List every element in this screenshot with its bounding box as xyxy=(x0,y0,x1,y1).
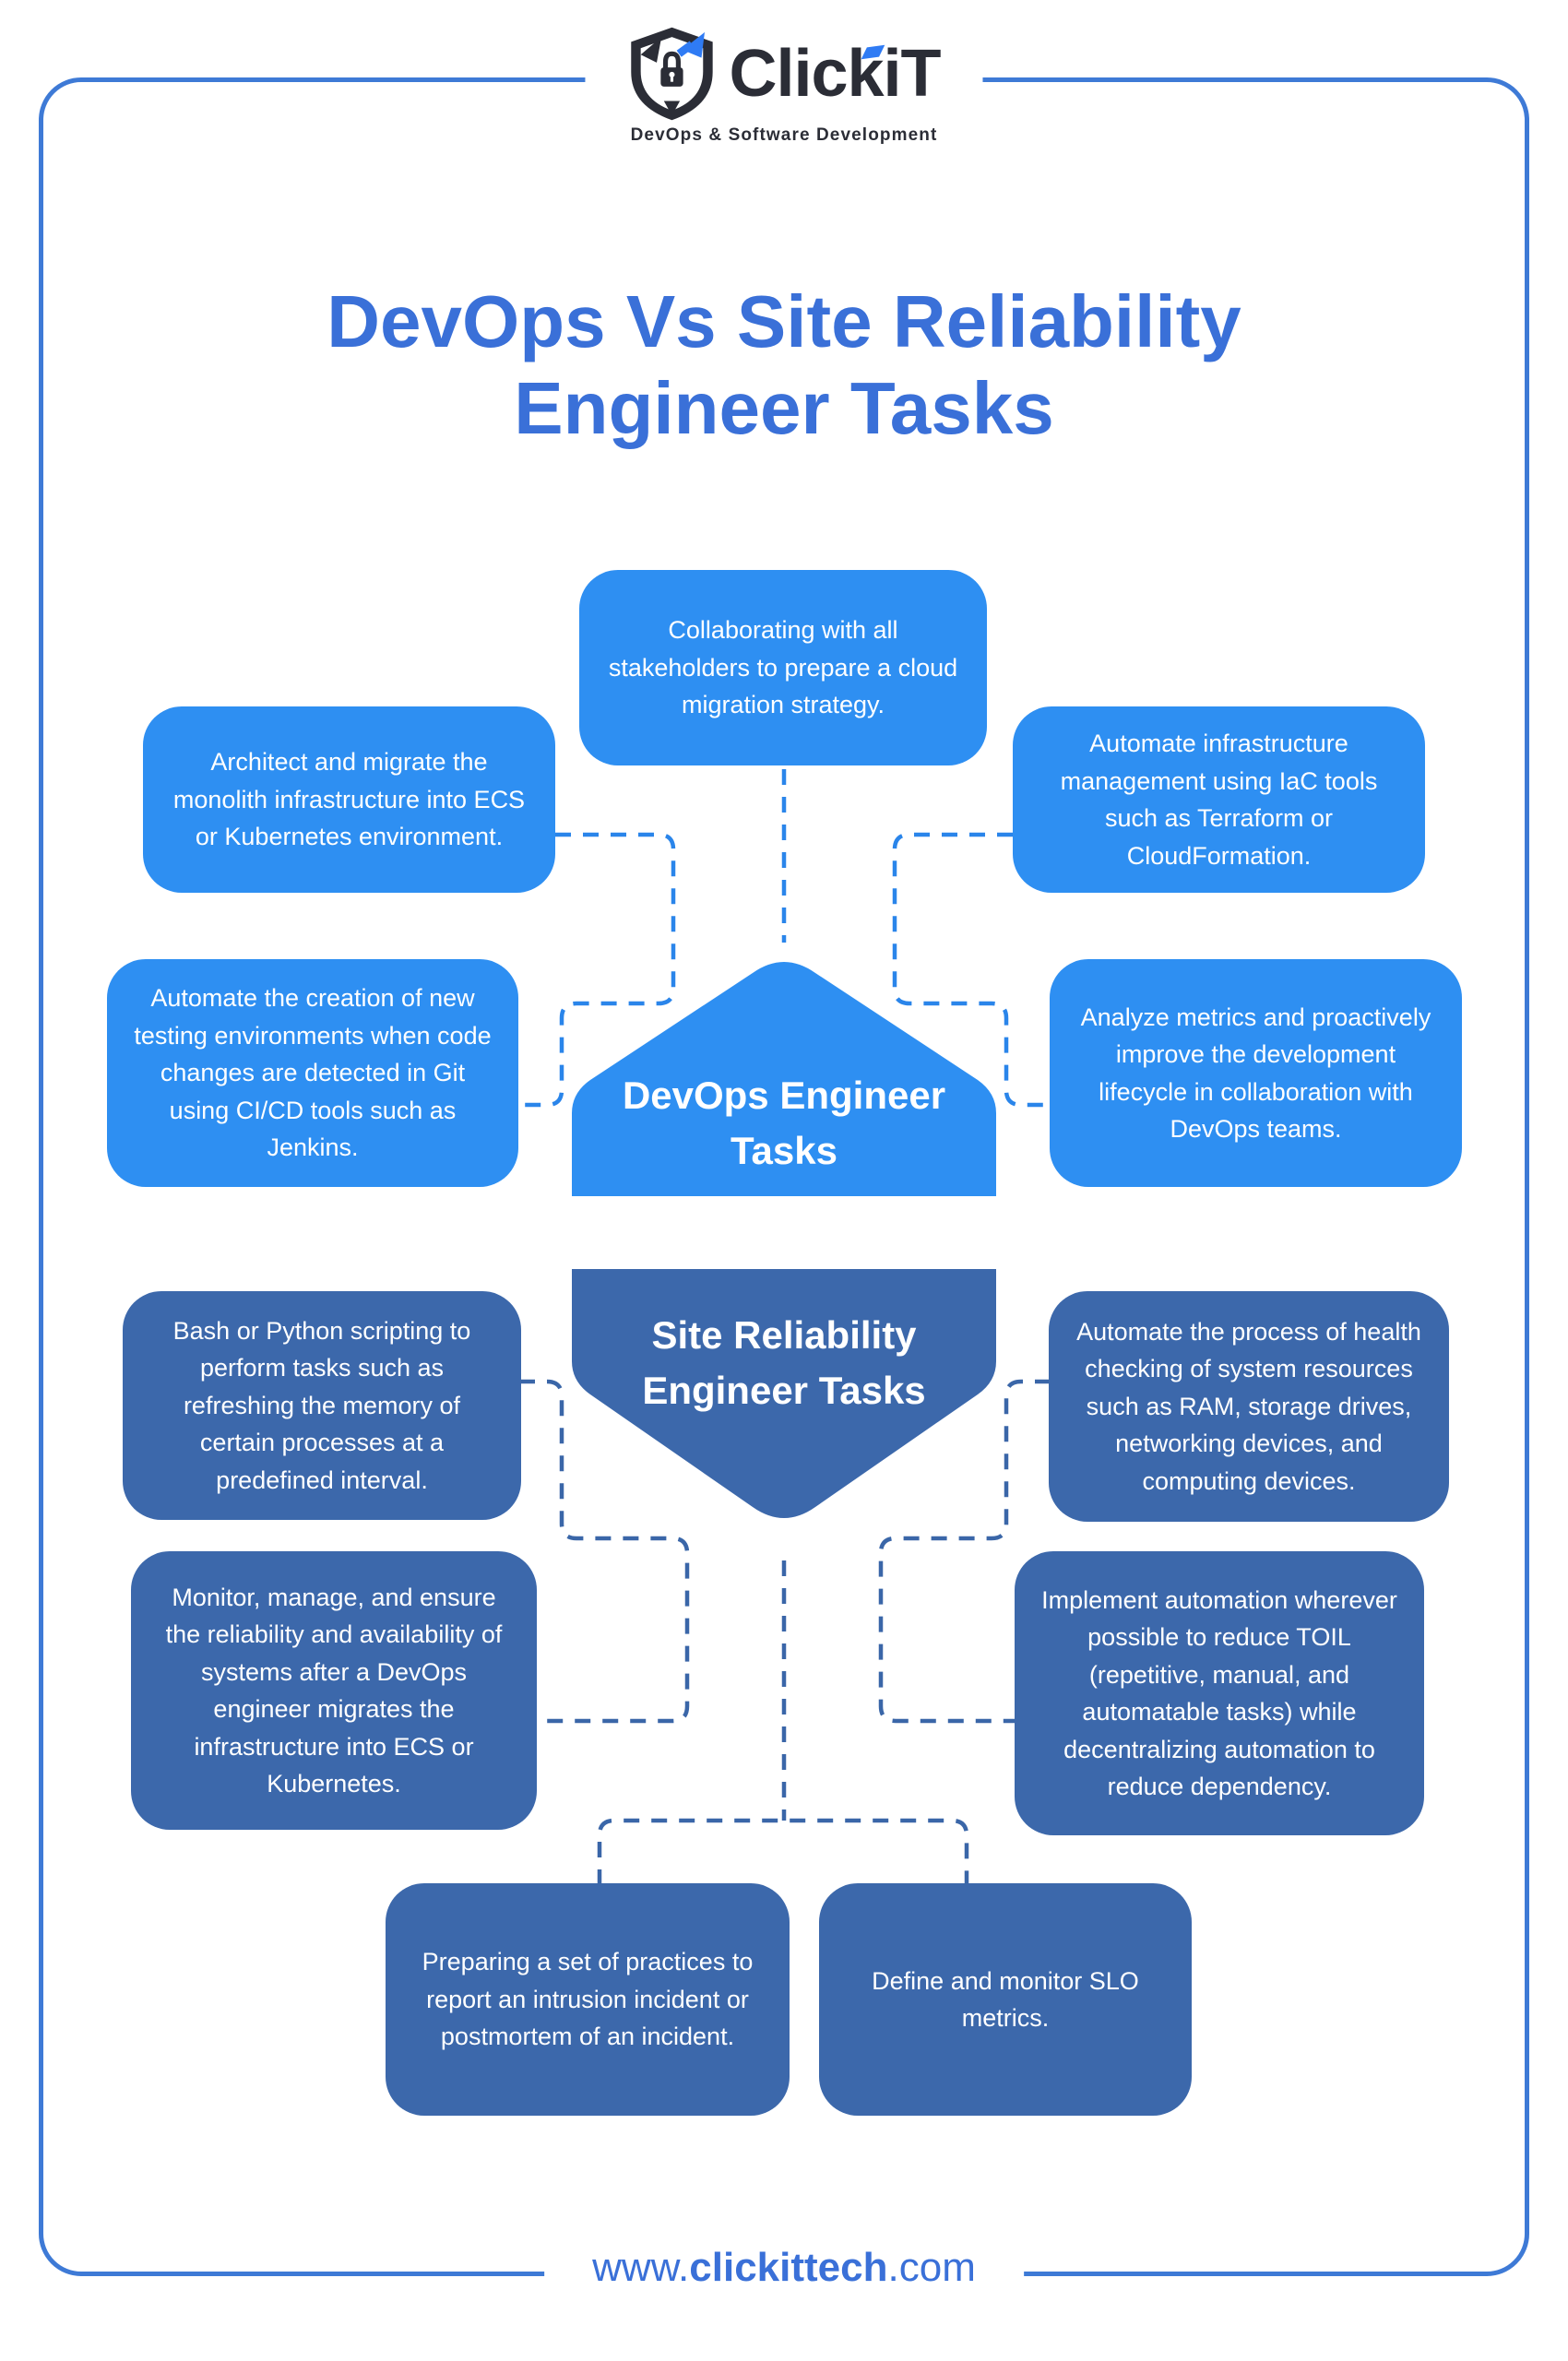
clickit-logo: ClickiT DevOps & Software Development xyxy=(585,26,983,146)
task-card-collaborating: Collaborating with all stakeholders to p… xyxy=(579,570,987,765)
connector-architect-to-automate-creation xyxy=(517,832,676,1108)
task-card-slo-metrics: Define and monitor SLO metrics. xyxy=(819,1883,1192,2116)
page-title-line2: Engineer Tasks xyxy=(514,367,1054,450)
arrow-down xyxy=(663,101,681,116)
task-card-architect: Architect and migrate the monolith infra… xyxy=(143,706,555,893)
task-card-incident-practices: Preparing a set of practices to report a… xyxy=(386,1883,790,2116)
task-card-automate-infrastructure: Automate infrastructure management using… xyxy=(1013,706,1425,893)
devops-pentagon-shape xyxy=(572,962,996,1196)
page-title: DevOps Vs Site Reliability Engineer Task… xyxy=(0,279,1568,453)
task-card-health-checking: Automate the process of health checking … xyxy=(1049,1291,1449,1522)
task-card-automate-testing-environments: Automate the creation of new testing env… xyxy=(107,959,518,1187)
footer-website-link[interactable]: www.clickittech.com xyxy=(544,2236,1024,2300)
clickit-logo-icon xyxy=(631,27,713,121)
page-title-line1: DevOps Vs Site Reliability xyxy=(327,280,1241,362)
task-card-bash-python-scripting: Bash or Python scripting to perform task… xyxy=(123,1291,521,1520)
connector-automate-infra-to-analyze xyxy=(892,832,1051,1108)
connector-health-to-implement xyxy=(878,1379,1051,1724)
task-card-implement-automation: Implement automation wherever possible t… xyxy=(1015,1551,1424,1835)
lock-shackle xyxy=(662,51,681,69)
task-card-analyze-metrics: Analyze metrics and proactively improve … xyxy=(1050,959,1462,1187)
sre-section-label: Site Reliability Engineer Tasks xyxy=(642,1313,926,1412)
arrow-up-left xyxy=(640,37,662,63)
devops-section-label: DevOps Engineer Tasks xyxy=(622,1074,946,1172)
task-card-monitor-reliability: Monitor, manage, and ensure the reliabil… xyxy=(131,1551,537,1830)
brand-wordmark: ClickiT xyxy=(729,37,941,111)
connector-sre-to-bottom-boxes xyxy=(597,1560,969,1885)
sre-pentagon-shape xyxy=(572,1269,996,1518)
brand-tagline: DevOps & Software Development xyxy=(630,125,938,145)
connector-bash-to-monitor xyxy=(519,1379,690,1724)
